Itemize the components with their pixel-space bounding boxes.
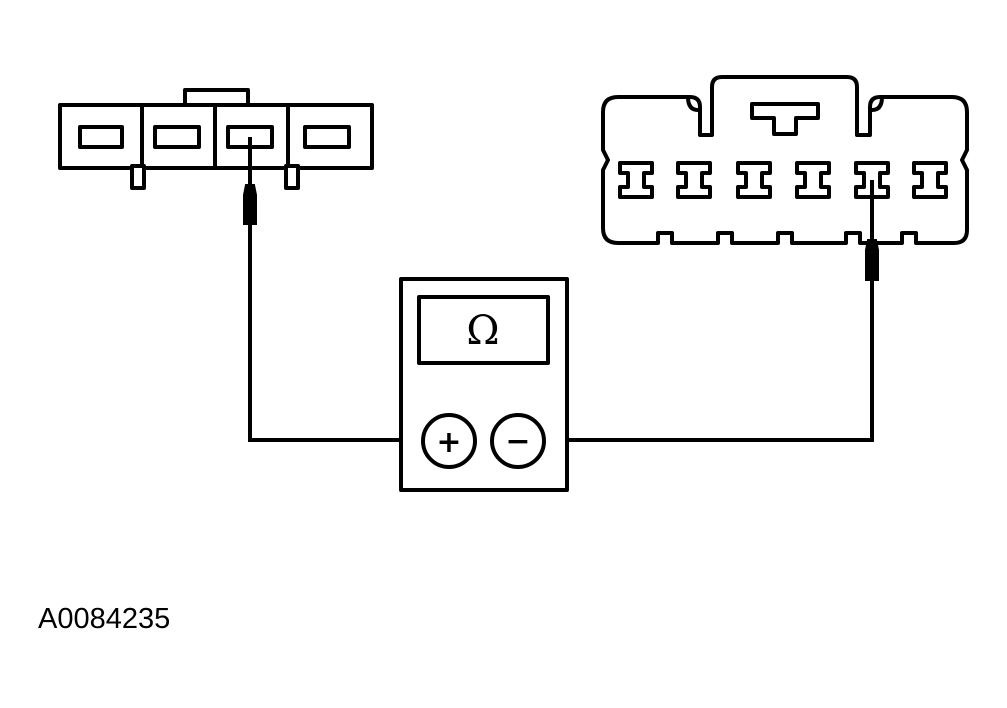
negative-probe-tip (865, 239, 879, 281)
connector-left-terminal-1 (78, 125, 124, 149)
connector-right-terminal-2 (676, 161, 712, 199)
negative-test-lead (544, 180, 879, 442)
positive-probe-tip (243, 184, 257, 225)
connector-right-terminal-6 (912, 161, 948, 199)
connector-left-tab (284, 164, 300, 190)
connector-right (601, 75, 969, 245)
connector-right-terminal-1 (618, 161, 654, 199)
connector-left-tab (130, 164, 146, 190)
positive-test-lead (243, 137, 422, 442)
connector-right-terminal-3 (736, 161, 772, 199)
connector-right-terminal-4 (795, 161, 831, 199)
negative-jack: − (490, 413, 546, 469)
connector-right-latch (750, 102, 820, 136)
figure-id: A0084235 (38, 603, 171, 635)
ohmmeter: Ω + − (399, 277, 569, 492)
connector-right-notch (871, 96, 884, 112)
ohmmeter-display-symbol: Ω (466, 308, 499, 354)
connector-left-terminal-4 (303, 125, 351, 149)
positive-jack-label: + (436, 425, 461, 460)
connector-right-terminal-5 (854, 161, 890, 199)
negative-jack-label: − (505, 424, 530, 459)
connector-left (58, 88, 374, 190)
connector-right-body (601, 75, 969, 245)
connector-right-notch (686, 96, 699, 112)
ohmmeter-display (417, 295, 550, 365)
connector-left-terminal-2 (153, 125, 201, 149)
positive-jack: + (421, 413, 477, 469)
